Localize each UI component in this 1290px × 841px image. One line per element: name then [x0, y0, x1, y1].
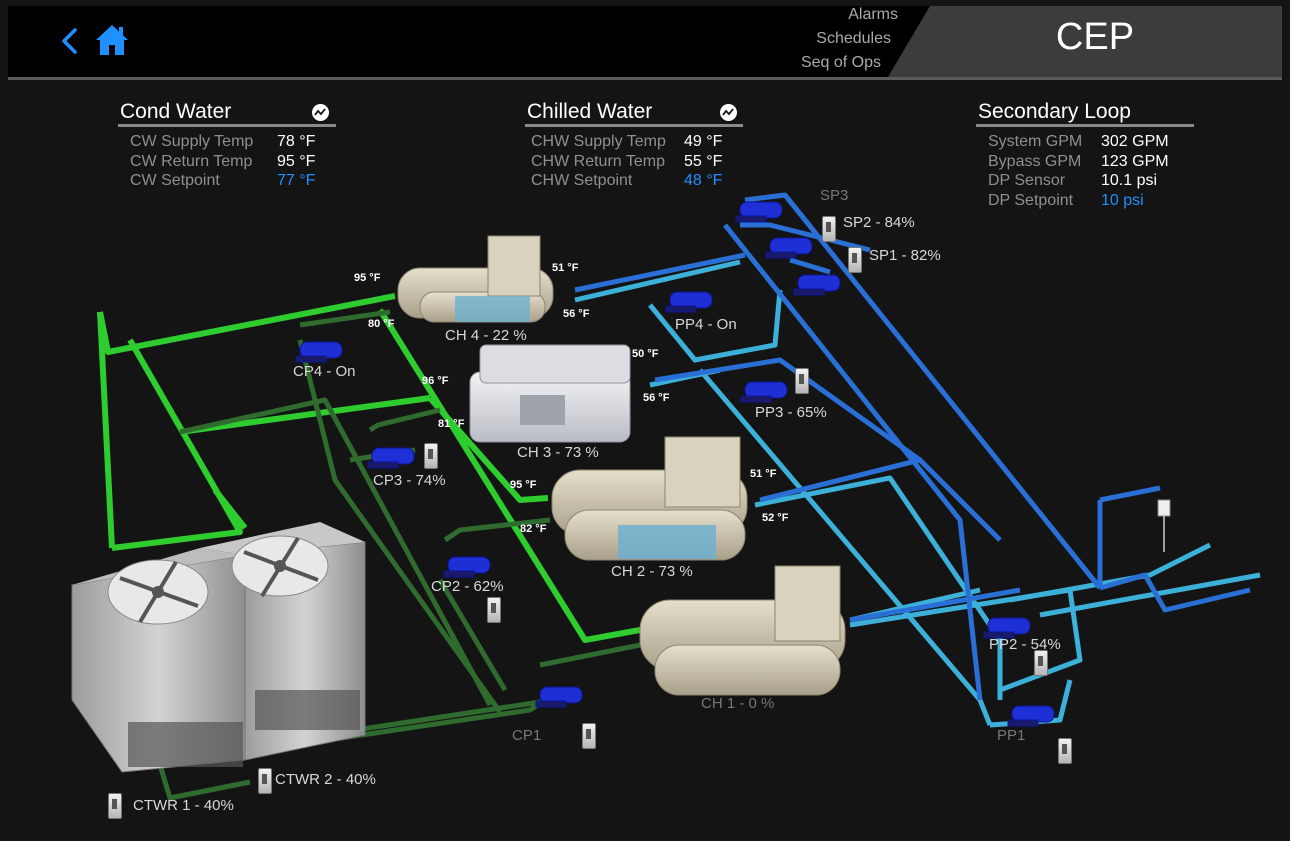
chilled-water-rule: [525, 124, 743, 127]
ch4-chw-in-temp: 51 °F: [552, 262, 579, 274]
dp-sensor-label: DP Sensor: [988, 172, 1066, 189]
system-gpm-label: System GPM: [988, 133, 1083, 150]
ch2-cw-in-temp: 95 °F: [510, 479, 537, 491]
ch3-chw-in-temp: 50 °F: [632, 348, 659, 360]
pump-pp3: [740, 381, 788, 403]
pump-sp3-label[interactable]: SP3: [820, 187, 849, 204]
cep-tab: [888, 6, 1282, 77]
pump-pp4: [665, 291, 713, 313]
cooling-tower-ctwr-2: [200, 522, 366, 761]
pump-sp3: [735, 201, 783, 223]
chiller-ch2-label[interactable]: CH 2 - 73 %: [611, 563, 693, 580]
vfd-pp1-icon[interactable]: [1058, 738, 1072, 764]
vfd-ctwr-2-icon[interactable]: [258, 768, 272, 794]
chiller-ch3-label[interactable]: CH 3 - 73 %: [517, 444, 599, 461]
cw-supply-value: 78 °F: [277, 133, 316, 150]
dp-setpoint-label: DP Setpoint: [988, 192, 1074, 209]
cw-setpoint-label: CW Setpoint: [130, 172, 220, 189]
chw-supply-pipes: [574, 192, 1251, 701]
ch2-cw-out-temp: 82 °F: [520, 523, 547, 535]
pump-cp4-label[interactable]: CP4 - On: [293, 363, 356, 380]
dp-setpoint-value[interactable]: 10 psi: [1101, 192, 1144, 209]
chw-supply-label: CHW Supply Temp: [531, 133, 666, 150]
dp-sensor-value: 10.1 psi: [1101, 172, 1158, 189]
pump-cp4: [295, 341, 343, 363]
pump-sp1: [793, 274, 841, 296]
cw-return-label: CW Return Temp: [130, 153, 253, 170]
ch4-chw-out-temp: 56 °F: [563, 308, 590, 320]
ch4-cw-out-temp: 80 °F: [368, 318, 395, 330]
pump-group: [295, 201, 1055, 727]
pump-sp2: [765, 237, 813, 259]
cooling-tower-ctwr-2-label[interactable]: CTWR 2 - 40%: [275, 771, 376, 788]
chw-setpoint-value[interactable]: 48 °F: [684, 172, 723, 189]
vfd-pp3-icon[interactable]: [795, 368, 809, 394]
ch2-chw-in-temp: 51 °F: [750, 468, 777, 480]
ch3-cw-out-temp: 81 °F: [438, 418, 465, 430]
vfd-pp2-icon[interactable]: [1034, 650, 1048, 676]
nav-seq-of-ops[interactable]: Seq of Ops: [800, 54, 881, 71]
pump-pp4-label[interactable]: PP4 - On: [675, 316, 737, 333]
chiller-ch1-label[interactable]: CH 1 - 0 %: [701, 695, 775, 712]
vfd-cp3-icon[interactable]: [424, 443, 438, 469]
chiller-ch3: [469, 344, 631, 443]
chw-return-value: 55 °F: [684, 153, 723, 170]
dp-sensor-device: [1157, 499, 1171, 552]
secondary-loop-title: Secondary Loop: [978, 100, 1131, 123]
pump-cp2: [443, 556, 491, 578]
cond-water-title: Cond Water: [120, 100, 232, 123]
chiller-ch2: [551, 436, 748, 561]
page-title: CEP: [1055, 16, 1135, 58]
cooling-tower-ctwr-1: [71, 548, 246, 773]
pump-pp1: [1007, 705, 1055, 727]
cw-supply-label: CW Supply Temp: [130, 133, 254, 150]
trend-chart-icon[interactable]: [720, 104, 737, 121]
ch3-chw-out-temp: 56 °F: [643, 392, 670, 404]
pump-cp1-label[interactable]: CP1: [512, 727, 542, 744]
vfd-sp2-icon[interactable]: [822, 216, 836, 242]
nav-schedules[interactable]: Schedules: [816, 30, 891, 47]
pump-pp3-label[interactable]: PP3 - 65%: [755, 404, 827, 421]
chilled-water-title: Chilled Water: [527, 100, 653, 123]
trend-chart-icon[interactable]: [312, 104, 329, 121]
ch2-chw-out-temp: 52 °F: [762, 512, 789, 524]
pump-pp2-label[interactable]: PP2 - 54%: [989, 636, 1061, 653]
pump-cp3-label[interactable]: CP3 - 74%: [373, 472, 446, 489]
pump-sp2-label[interactable]: SP2 - 84%: [843, 214, 915, 231]
chiller-ch4: [397, 235, 554, 323]
home-icon[interactable]: [95, 23, 129, 57]
secondary-loop-rule: [976, 124, 1194, 127]
cooling-tower-ctwr-1-label[interactable]: CTWR 1 - 40%: [133, 797, 234, 814]
cond-water-supply-pipes: [97, 293, 641, 643]
pump-cp3: [367, 447, 415, 469]
pump-pp2: [983, 617, 1031, 639]
pump-sp1-label[interactable]: SP1 - 82%: [869, 247, 941, 264]
pump-cp1: [535, 686, 583, 708]
cw-return-value: 95 °F: [277, 153, 316, 170]
bypass-gpm-label: Bypass GPM: [988, 153, 1082, 170]
nav-alarms[interactable]: Alarms: [848, 6, 898, 23]
ch4-cw-in-temp: 95 °F: [354, 272, 381, 284]
ch3-cw-in-temp: 96 °F: [422, 375, 449, 387]
chw-return-label: CHW Return Temp: [531, 153, 665, 170]
cw-setpoint-value[interactable]: 77 °F: [277, 172, 316, 189]
vfd-ctwr-1-icon[interactable]: [108, 793, 122, 819]
system-gpm-value: 302 GPM: [1101, 133, 1169, 150]
bypass-gpm-value: 123 GPM: [1101, 153, 1169, 170]
chiller-ch1: [639, 565, 846, 696]
pump-cp2-label[interactable]: CP2 - 62%: [431, 578, 504, 595]
top-bar-divider: [8, 77, 1282, 80]
pump-pp1-label[interactable]: PP1: [997, 727, 1026, 744]
chw-setpoint-label: CHW Setpoint: [531, 172, 633, 189]
chiller-ch4-label[interactable]: CH 4 - 22 %: [445, 327, 527, 344]
vfd-cp1-icon[interactable]: [582, 723, 596, 749]
chw-supply-value: 49 °F: [684, 133, 723, 150]
cond-water-rule: [118, 124, 336, 127]
chevron-left-icon[interactable]: [58, 24, 80, 58]
vfd-sp1-icon[interactable]: [848, 247, 862, 273]
vfd-cp2-icon[interactable]: [487, 597, 501, 623]
